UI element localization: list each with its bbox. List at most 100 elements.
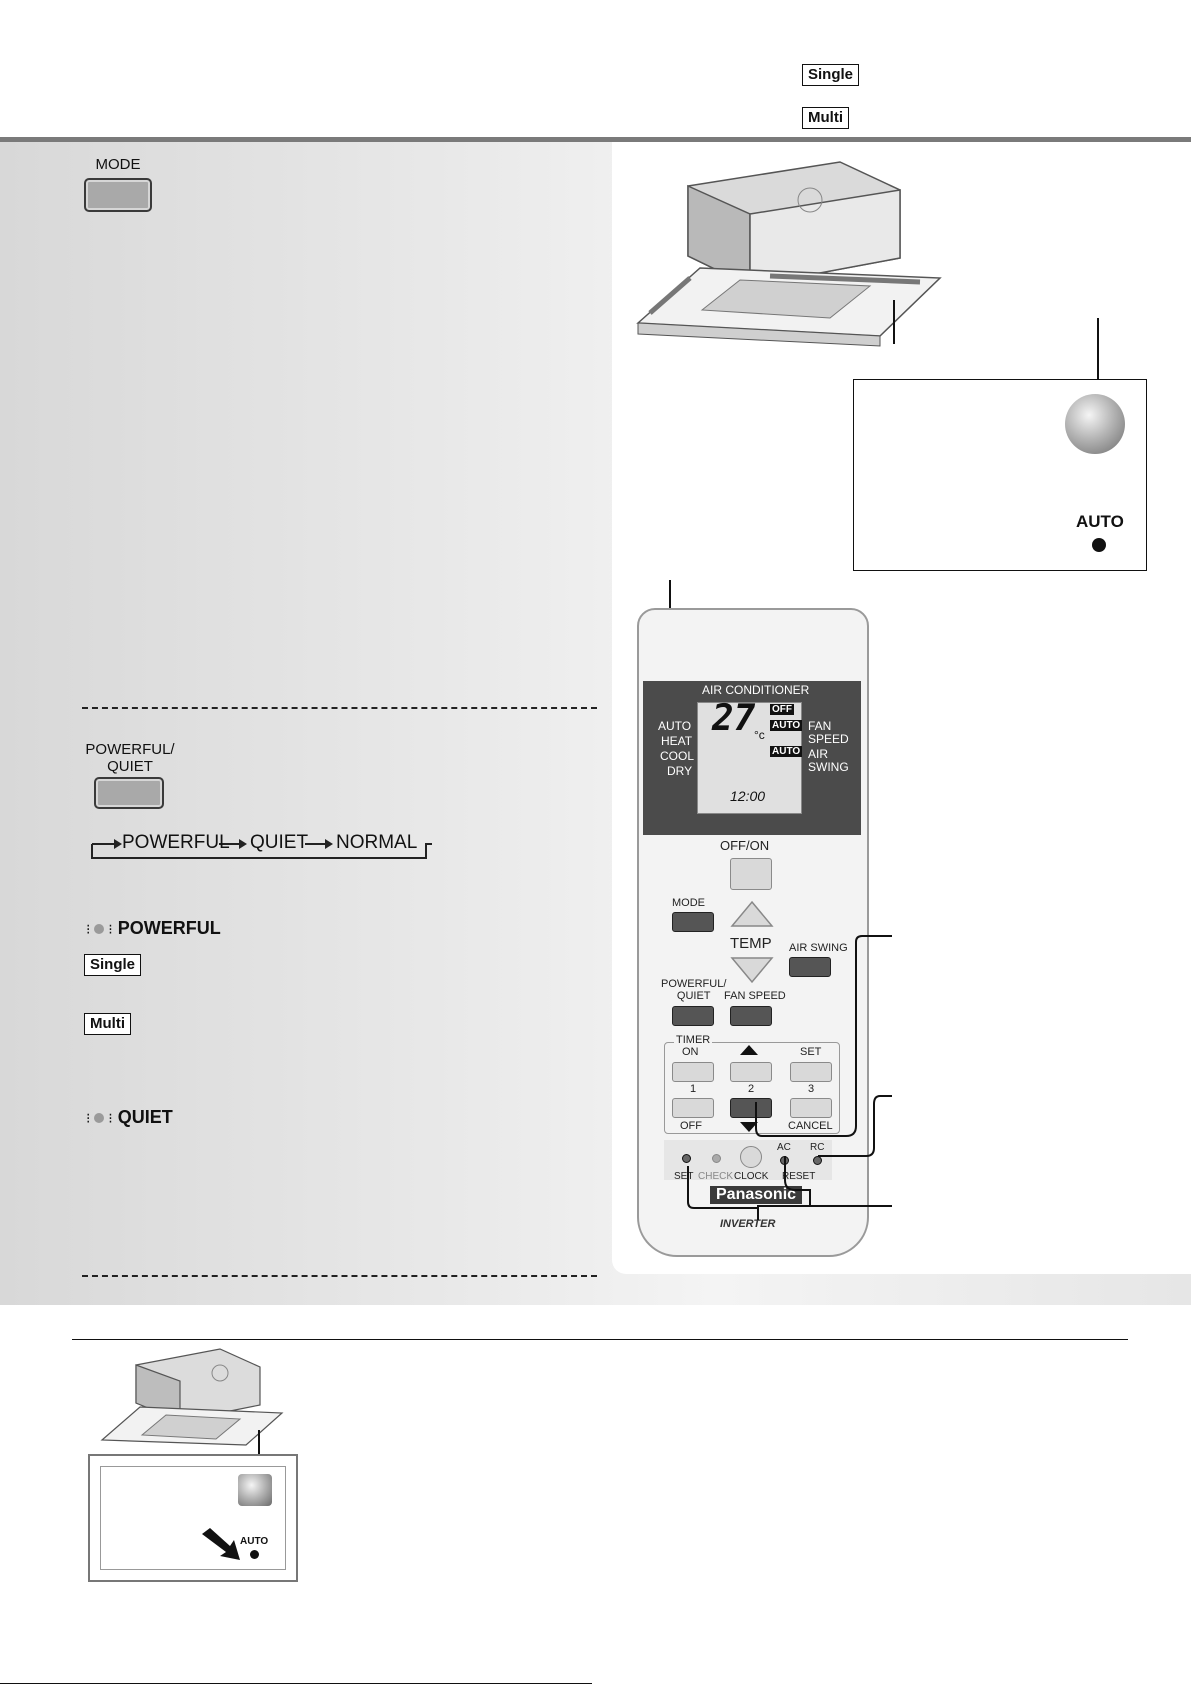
callout-lines [687, 935, 892, 1220]
fan-speed-label: FAN SPEED [724, 990, 786, 1002]
fan-speed-button[interactable] [730, 1006, 772, 1026]
lcd-swing-line-2: SWING [808, 760, 849, 774]
rc-pinhole[interactable] [813, 1156, 822, 1165]
multi-tag-powerful: Multi [84, 1013, 131, 1035]
multi-tag: Multi [802, 107, 849, 129]
sequence-quiet: QUIET [250, 832, 309, 853]
ceiling-cassette-small-illustration [100, 1348, 284, 1446]
callout-line [893, 300, 895, 344]
lcd-mode-cool: COOL [660, 749, 695, 763]
callout-line [1097, 318, 1099, 420]
off-on-button[interactable] [730, 858, 772, 890]
lcd-air-swing: AIR SWING [808, 748, 849, 774]
timer-set-button[interactable] [790, 1062, 832, 1082]
signal-receiver-icon-small [238, 1474, 272, 1506]
arrowhead-3 [325, 839, 333, 849]
lcd-auto-badge-2: AUTO [770, 746, 803, 757]
timer-num-2: 2 [748, 1083, 755, 1095]
off-on-label: OFF/ON [720, 838, 770, 853]
rc-label: RC [810, 1142, 825, 1153]
timer-num-1: 1 [690, 1083, 697, 1095]
indoor-indicator-panel: AUTO [853, 379, 1147, 571]
timer-up-button[interactable] [730, 1062, 772, 1082]
blink-icon: ⁝ [86, 921, 95, 937]
section-rule [72, 1339, 1128, 1340]
lcd-fan-line-1: FAN [808, 719, 832, 733]
temp-label: TEMP [730, 935, 772, 952]
powerful-quiet-button-label: POWERFUL/ QUIET [80, 741, 180, 775]
timer-label: TIMER [674, 1034, 713, 1046]
lcd-fan-speed: FAN SPEED [808, 720, 849, 746]
lcd-swing-line-1: AIR [808, 747, 829, 761]
timer-cancel-button[interactable] [790, 1098, 832, 1118]
set-pinhole[interactable] [682, 1154, 691, 1163]
ac-label: AC [777, 1142, 791, 1153]
bottom-auto-label: AUTO [240, 1536, 269, 1547]
footer-rule [0, 1683, 592, 1684]
timer-down-icon [740, 1122, 758, 1132]
section-divider [82, 1275, 597, 1277]
lcd-mode-heat: HEAT [661, 734, 693, 748]
remote-powerful-quiet-button[interactable] [672, 1006, 714, 1026]
section-divider [82, 707, 597, 709]
loop-line [91, 843, 432, 859]
timer-num-3: 3 [808, 1083, 815, 1095]
inverter-logo: INVERTER [720, 1218, 776, 1230]
bottom-indicator-panel: AUTO [88, 1454, 298, 1582]
timer-set-top-label: SET [800, 1046, 822, 1058]
mode-button[interactable] [84, 178, 152, 212]
signal-receiver-icon [1065, 394, 1125, 454]
lcd-temperature: 27 [712, 698, 756, 739]
timer-cancel-label: CANCEL [788, 1120, 833, 1132]
remote-mode-button[interactable] [672, 912, 714, 932]
label-line-2: QUIET [107, 758, 153, 775]
callout-line [258, 1430, 260, 1454]
timer-up-icon [740, 1045, 758, 1055]
timer-on-label: ON [682, 1046, 699, 1058]
lcd-off-badge: OFF [770, 704, 794, 715]
indoor-auto-label: AUTO [1076, 512, 1124, 531]
mode-label: MODE [672, 897, 705, 909]
bottom-indicator-inner [100, 1466, 286, 1570]
powerful-quiet-label: POWERFUL/ QUIET [661, 978, 726, 1002]
pq-line-1: POWERFUL/ [661, 978, 727, 990]
powerful-quiet-button[interactable] [94, 777, 164, 809]
blink-icon: ⁝ [86, 1110, 95, 1126]
sequence-powerful: POWERFUL [122, 832, 230, 853]
lcd-mode-dry: DRY [667, 764, 693, 778]
temp-up-icon[interactable] [730, 900, 774, 928]
air-swing-label: AIR SWING [789, 942, 848, 954]
check-pinhole[interactable] [712, 1154, 721, 1163]
mode-sequence-arrow [91, 839, 432, 859]
powerful-indicator: ⁝ ⁝ POWERFUL [86, 918, 221, 939]
quiet-indicator-label: QUIET [117, 1107, 173, 1127]
label-line-1: POWERFUL/ [85, 741, 175, 758]
lamp-icon [94, 924, 105, 935]
lcd-mode-auto: AUTO [658, 719, 692, 733]
powerful-indicator-label: POWERFUL [117, 918, 221, 938]
air-swing-button[interactable] [789, 957, 831, 977]
single-tag: Single [802, 64, 860, 86]
clock-button[interactable] [740, 1146, 762, 1168]
timer-frame [664, 1042, 840, 1134]
sequence-normal: NORMAL [336, 832, 418, 853]
quiet-indicator: ⁝ ⁝ QUIET [86, 1107, 173, 1128]
ceiling-cassette-illustration [636, 161, 942, 347]
set-label: SET [674, 1171, 694, 1182]
pointer-arrow-icon [202, 1528, 240, 1560]
lamp-icon [94, 1113, 105, 1124]
header-rule [0, 137, 1191, 142]
timer-off-label: OFF [680, 1120, 702, 1132]
single-tag-powerful: Single [84, 954, 142, 976]
arrowhead-2 [239, 839, 247, 849]
timer-down-button[interactable] [730, 1098, 772, 1118]
auto-lamp-icon [1092, 538, 1106, 552]
timer-off-button[interactable] [672, 1098, 714, 1118]
lcd-title: AIR CONDITIONER [702, 683, 810, 697]
temp-down-icon[interactable] [730, 956, 774, 984]
blink-icon: ⁝ [104, 921, 113, 937]
lcd-fan-line-2: SPEED [808, 732, 849, 746]
timer-on-button[interactable] [672, 1062, 714, 1082]
reset-label: RESET [782, 1171, 816, 1182]
mode-button-label: MODE [95, 156, 141, 173]
